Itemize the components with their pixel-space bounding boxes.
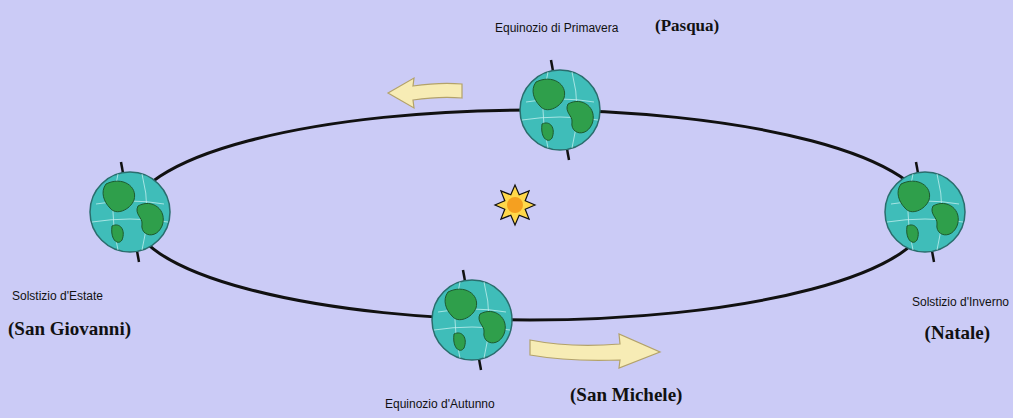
season-name: Solstizio d'Estate [12, 290, 103, 304]
sun-symbol [495, 185, 535, 225]
earth-globe [520, 60, 600, 160]
earth-globe [885, 162, 965, 262]
feast-name: (Natale) [925, 322, 990, 344]
feast-name: (San Giovanni) [8, 318, 131, 340]
sun-core [507, 197, 523, 213]
earth-globe [432, 270, 512, 370]
direction-arrow [388, 78, 462, 108]
orbit-ellipse [132, 110, 928, 320]
season-name: Equinozio di Primavera [495, 22, 618, 36]
season-name: Solstizio d'Inverno [912, 296, 1009, 310]
feast-name: (San Michele) [570, 384, 682, 406]
earth-globe [90, 162, 170, 262]
feast-name: (Pasqua) [655, 16, 719, 36]
direction-arrow [530, 334, 660, 368]
season-name: Equinozio d'Autunno [385, 398, 495, 412]
